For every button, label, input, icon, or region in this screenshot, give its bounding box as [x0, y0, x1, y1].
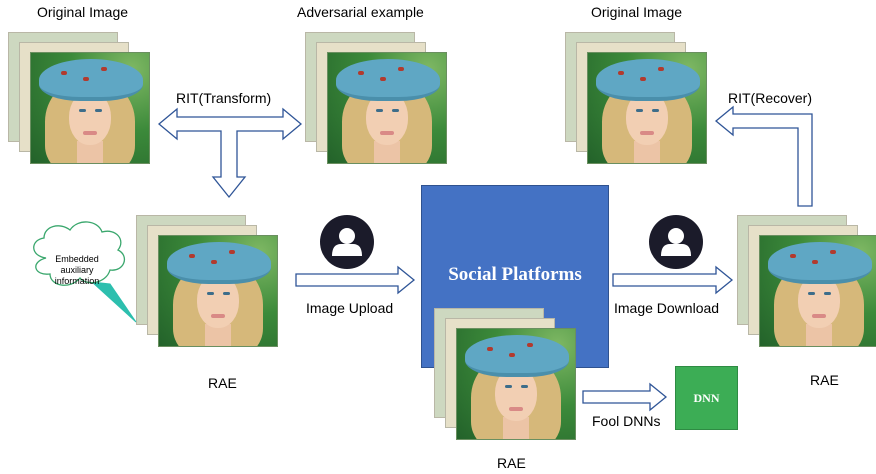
embedded-info-callout: Embedded auxiliary information: [54, 254, 100, 286]
portrait-image: [456, 328, 576, 440]
user-icon: [320, 215, 374, 269]
image-download-arrow: [612, 265, 734, 295]
portrait-image: [587, 52, 707, 164]
image-upload-label: Image Upload: [306, 300, 394, 316]
rae-left-label: RAE: [208, 375, 237, 391]
original-image-stack-right: [565, 32, 707, 164]
original-image-stack-left: [8, 32, 150, 164]
portrait-image: [158, 235, 278, 347]
rit-transform-label: RIT(Transform): [176, 90, 272, 106]
cloud-shape: [33, 221, 126, 286]
rae-center-label: RAE: [497, 455, 526, 471]
portrait-image: [759, 235, 876, 347]
rit-recover-label: RIT(Recover): [728, 90, 813, 106]
adversarial-example-label: Adversarial example: [297, 4, 424, 20]
rae-stack-right: [737, 215, 876, 347]
rae-right-label: RAE: [810, 372, 839, 388]
callout-tail: [90, 281, 137, 323]
fool-dnns-arrow: [582, 382, 668, 412]
rae-stack-left: [136, 215, 278, 347]
original-image-left-label: Original Image: [37, 4, 129, 20]
image-upload-arrow: [295, 265, 416, 295]
social-platforms-label: Social Platforms: [448, 264, 582, 285]
rit-recover-arrow: [714, 105, 813, 207]
dnn-box: DNN: [675, 366, 738, 430]
portrait-image: [30, 52, 150, 164]
fool-dnns-label: Fool DNNs: [592, 413, 661, 429]
image-download-label: Image Download: [614, 300, 720, 316]
rit-transform-arrow: [157, 107, 303, 199]
rae-stack-center: [434, 308, 576, 440]
dnn-label: DNN: [693, 391, 720, 405]
adversarial-example-stack: [305, 32, 447, 164]
user-icon: [649, 215, 703, 269]
original-image-right-label: Original Image: [591, 4, 683, 20]
portrait-image: [327, 52, 447, 164]
